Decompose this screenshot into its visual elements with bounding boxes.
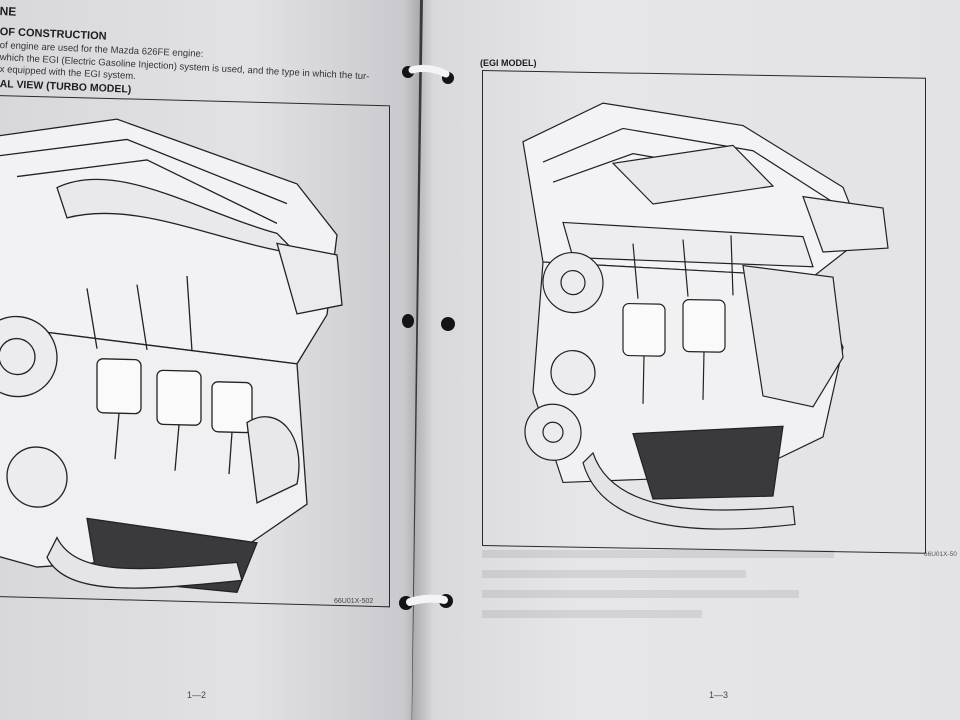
binder-hole-middle-right — [441, 317, 455, 331]
page-number: 1—3 — [709, 690, 729, 700]
binder-hole-middle-left — [402, 314, 414, 328]
figure-code: 66U01X-502 — [334, 598, 374, 605]
egi-figure-heading: (EGI MODEL) — [480, 58, 537, 68]
turbo-engine-figure-frame — [0, 95, 390, 608]
egi-engine-illustration — [522, 102, 889, 530]
binder-ring-bottom — [399, 594, 453, 610]
egi-engine-figure-frame — [482, 70, 926, 554]
section-heading: NE — [0, 4, 17, 19]
left-manual-page: NE OF CONSTRUCTION of engine are used fo… — [0, 0, 420, 720]
page-number: 1—2 — [187, 690, 207, 700]
turbo-engine-illustration — [0, 118, 343, 594]
figure-code: 66U01X-50 — [924, 551, 957, 558]
faint-show-through-text — [482, 550, 922, 690]
right-manual-page: (EGI MODEL) — [412, 0, 960, 720]
binder-ring-top — [402, 64, 454, 84]
